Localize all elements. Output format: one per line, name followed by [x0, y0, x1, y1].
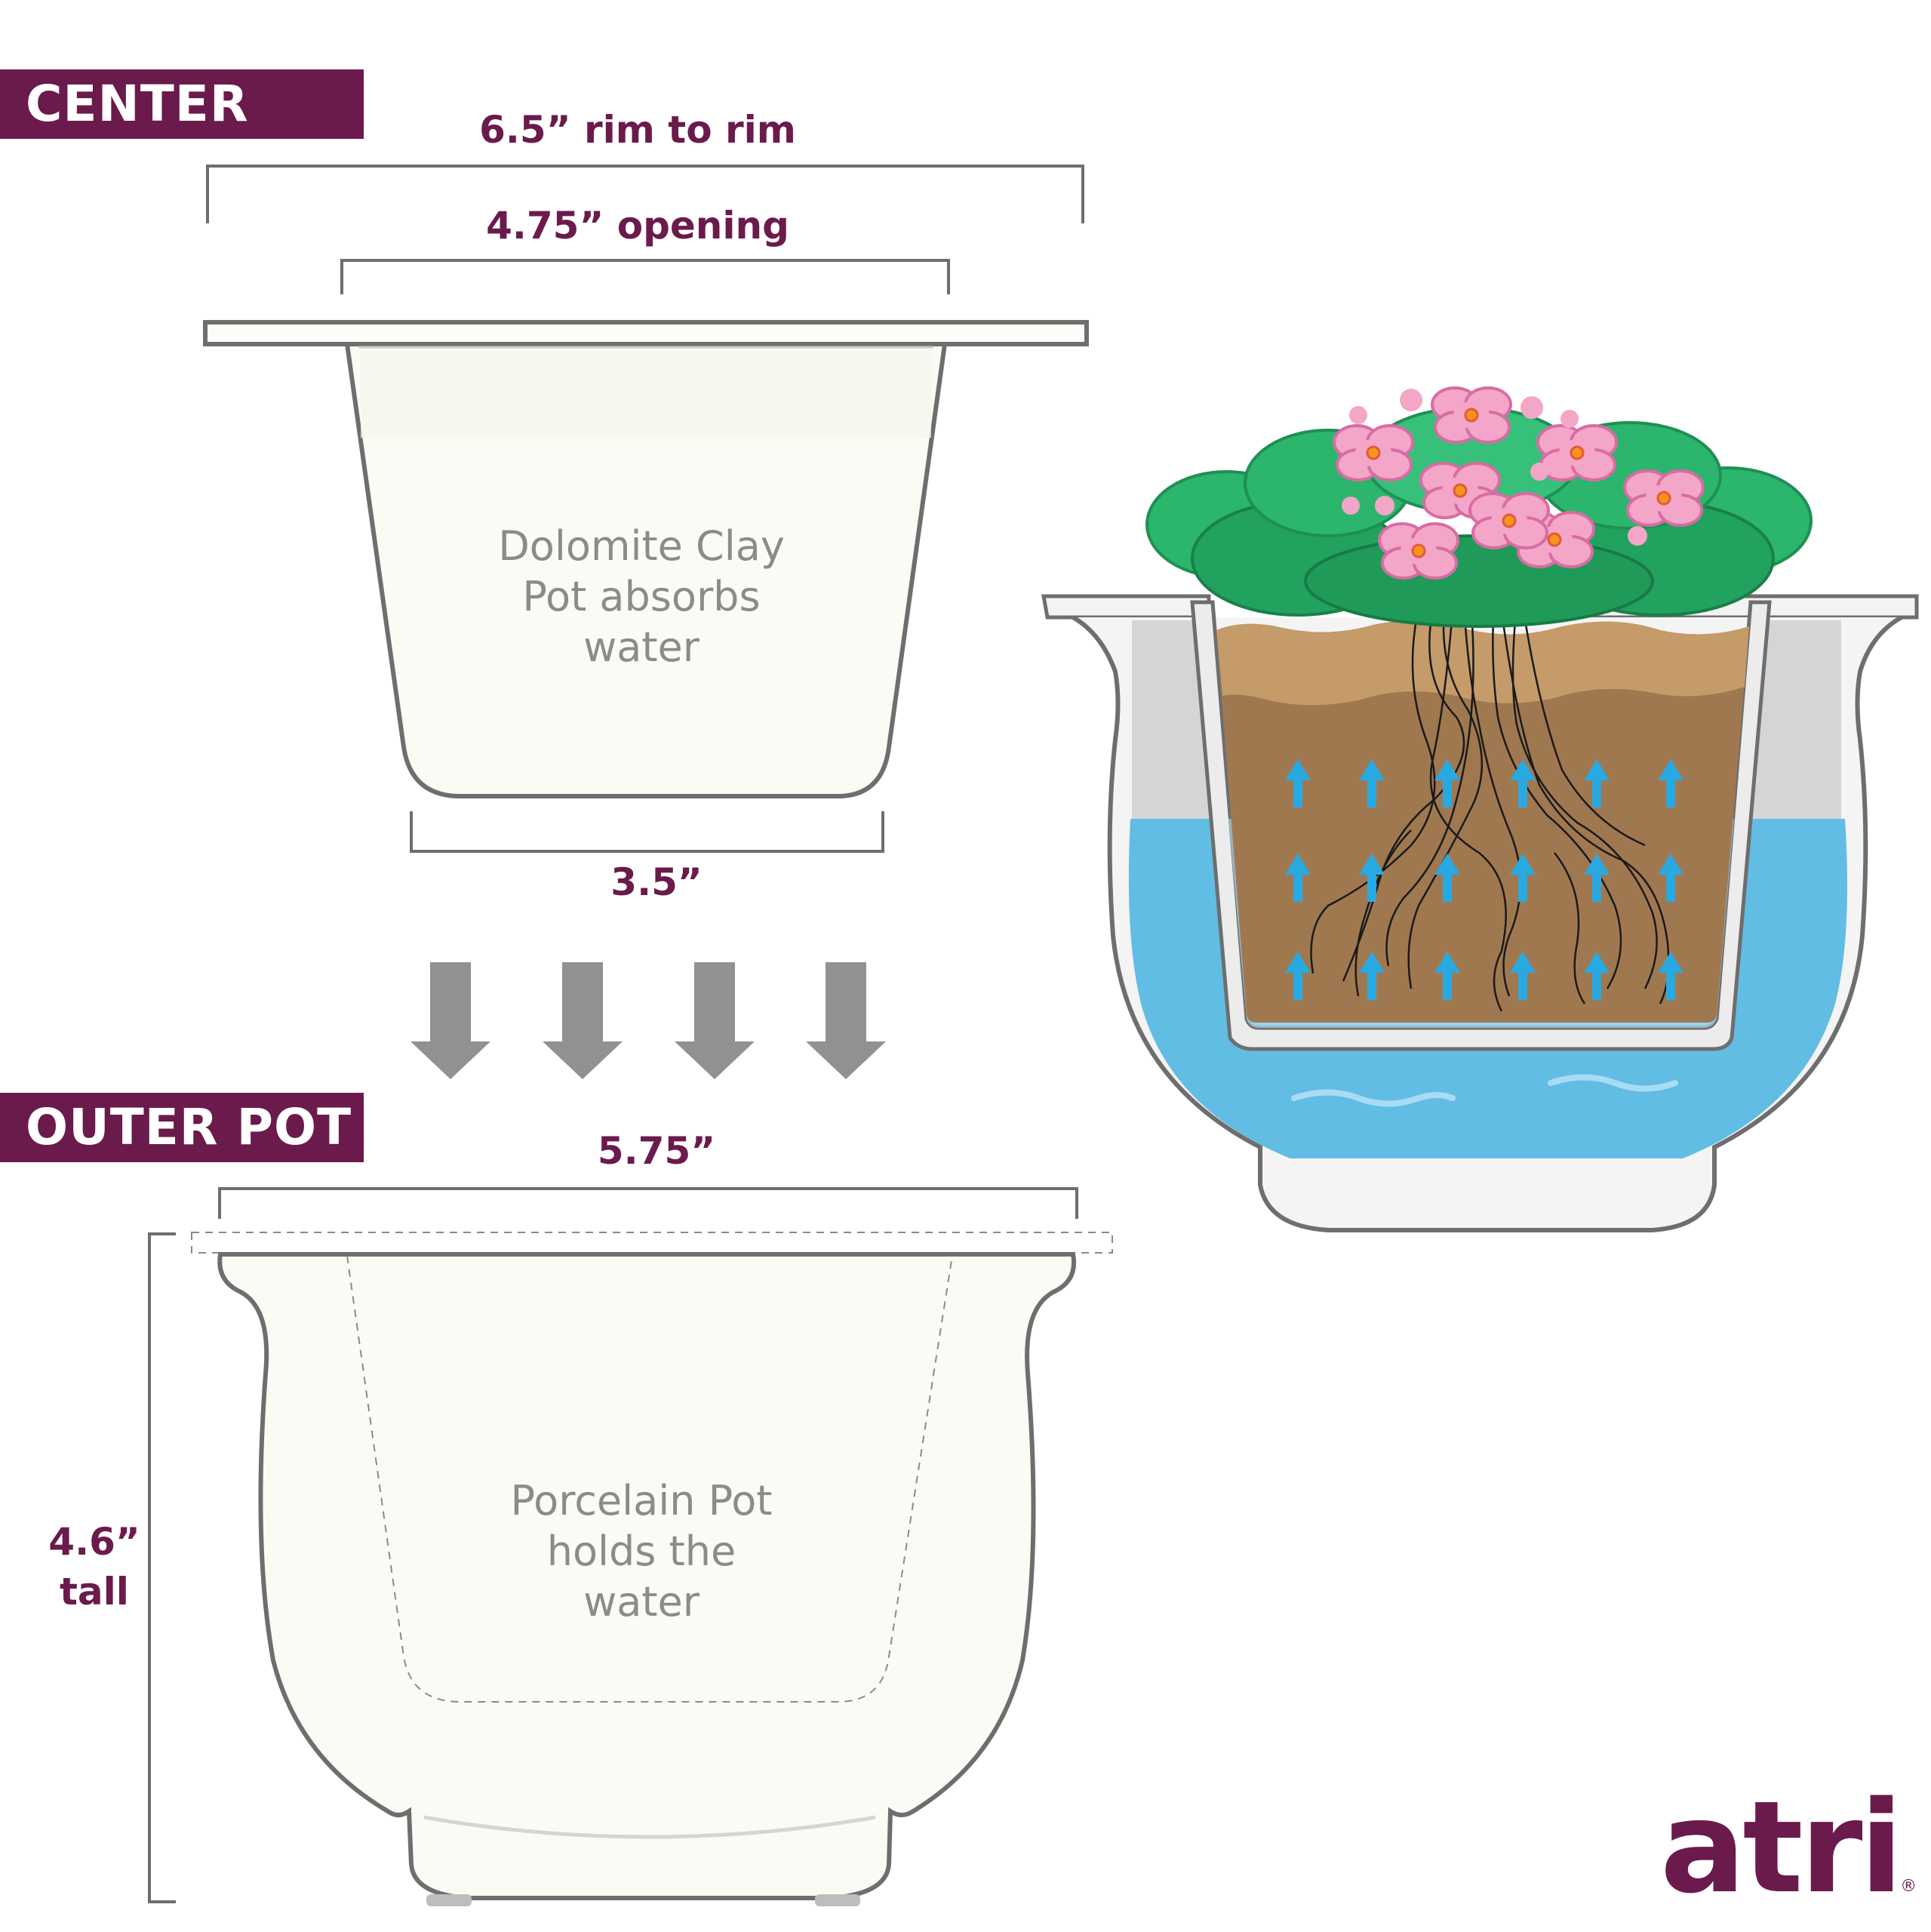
center-pot-drawing — [203, 165, 1089, 853]
flower-icon — [1623, 469, 1705, 527]
center-pot-heading: CENTER POT — [0, 69, 364, 202]
down-arrow-icon — [543, 962, 623, 1079]
flower-icon — [1468, 492, 1550, 549]
down-arrows — [410, 962, 886, 1079]
flower-icon — [1378, 522, 1459, 580]
outer-pot-drawing — [148, 1187, 1113, 1906]
center-pot-description: Dolomite Clay Pot absorbs water — [423, 521, 860, 672]
height-label-line: tall — [60, 1570, 129, 1614]
base-dimension-label: 3.5” — [610, 860, 703, 904]
description-line: Pot absorbs — [522, 573, 761, 620]
description-line: Dolomite Clay — [498, 522, 785, 570]
center-pot-rim — [203, 320, 1089, 346]
opening-dimension-label: 4.75” opening — [486, 204, 789, 248]
registered-mark: ® — [1900, 1877, 1917, 1896]
center-pot-body — [344, 342, 948, 798]
outer-pot-heading: OUTER POT — [0, 1093, 364, 1162]
rim-dimension-label: 6.5” rim to rim — [479, 108, 796, 152]
flower-icon — [1536, 424, 1618, 481]
down-arrow-icon — [675, 962, 755, 1079]
outer-width-label: 5.75” — [597, 1129, 716, 1173]
base-dimension-bracket — [410, 811, 884, 853]
plant-flowers — [1333, 386, 1705, 580]
outer-pot-description: Porcelain Pot holds the water — [423, 1475, 860, 1627]
rim-dimension-bracket — [206, 165, 1084, 223]
logo-text: atri — [1660, 1774, 1903, 1921]
flower-icon — [1333, 424, 1414, 481]
description-line: Porcelain Pot — [510, 1477, 773, 1524]
opening-dimension-bracket — [340, 259, 950, 294]
atri-logo: atri® — [1660, 1774, 1917, 1921]
flower-icon — [1431, 386, 1512, 444]
description-line: water — [583, 623, 700, 671]
soil — [1216, 620, 1749, 1023]
outer-width-bracket — [218, 1187, 1078, 1219]
down-arrow-icon — [410, 962, 490, 1079]
description-line: water — [583, 1578, 700, 1626]
down-arrow-icon — [806, 962, 886, 1079]
cross-section-illustration — [1041, 386, 1919, 1232]
height-label-line: 4.6” — [48, 1520, 140, 1564]
description-line: holds the — [546, 1527, 736, 1575]
outer-height-label: 4.6” tall — [30, 1517, 158, 1617]
outer-height-bracket — [148, 1232, 176, 1903]
leaf-icon — [1304, 534, 1654, 628]
